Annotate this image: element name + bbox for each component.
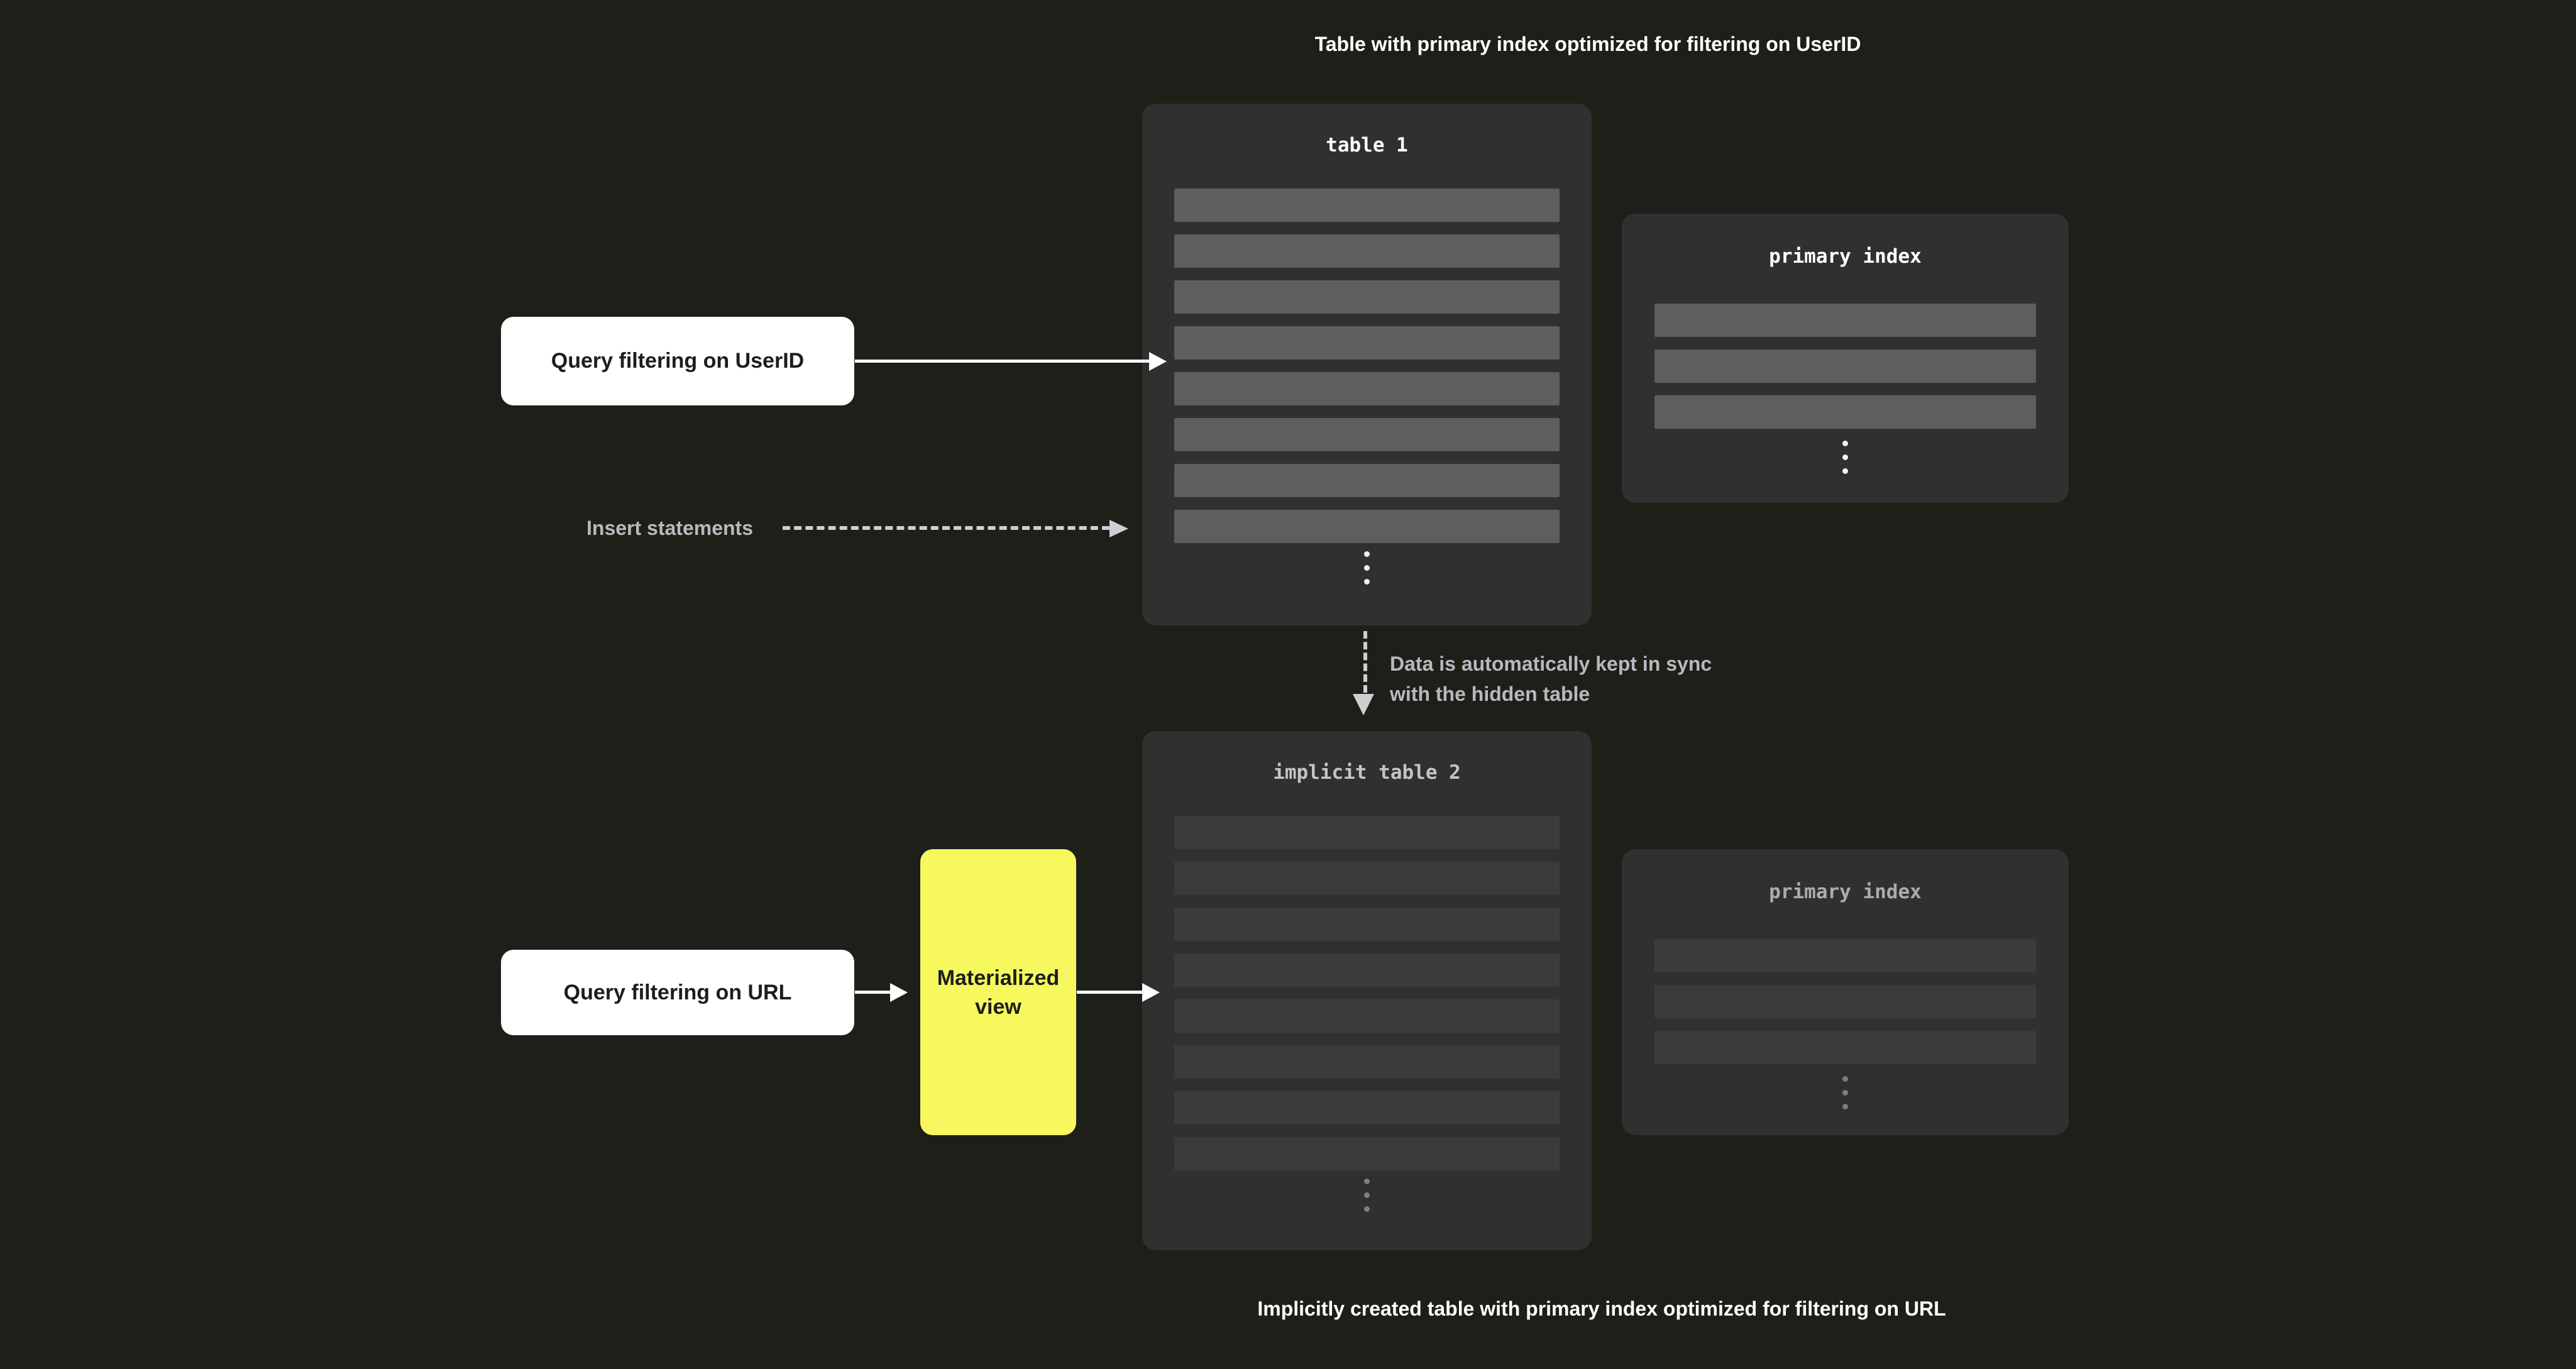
insert-statements-label: Insert statements bbox=[586, 517, 753, 539]
vertical-ellipsis-icon bbox=[1142, 551, 1592, 585]
ellipsis-dot bbox=[1842, 1076, 1848, 1082]
sync-label-line2: with the hidden table bbox=[1390, 683, 1590, 705]
table-row bbox=[1174, 1045, 1560, 1079]
primary-index1-rows bbox=[1654, 304, 2036, 429]
table-row bbox=[1654, 1031, 2036, 1064]
table-row bbox=[1174, 999, 1560, 1033]
query-url-label: Query filtering on URL bbox=[563, 980, 792, 1004]
table-row bbox=[1654, 939, 2036, 972]
ellipsis-dot bbox=[1364, 551, 1370, 557]
table-row bbox=[1174, 464, 1560, 497]
table-row bbox=[1654, 304, 2036, 337]
table-row bbox=[1174, 954, 1560, 987]
primary-index1-title: primary index bbox=[1769, 245, 1922, 268]
table-row bbox=[1654, 349, 2036, 383]
vertical-ellipsis-icon bbox=[1622, 1076, 2069, 1109]
arrow-url-line bbox=[855, 991, 891, 994]
primary-index2-rows bbox=[1654, 939, 2036, 1064]
query-userid-label: Query filtering on UserID bbox=[551, 349, 805, 373]
table-row bbox=[1174, 280, 1560, 314]
table-row bbox=[1174, 1137, 1560, 1170]
table-row bbox=[1174, 1091, 1560, 1124]
arrow-right-icon bbox=[1142, 983, 1160, 1002]
top-caption: Table with primary index optimized for f… bbox=[1314, 33, 1861, 55]
ellipsis-dot bbox=[1842, 441, 1848, 446]
table-row bbox=[1174, 418, 1560, 451]
table2-title: implicit table 2 bbox=[1273, 761, 1461, 784]
arrow-materialized-line bbox=[1077, 991, 1143, 994]
query-url-node: Query filtering on URL bbox=[501, 950, 854, 1035]
ellipsis-dot bbox=[1364, 1192, 1370, 1198]
insert-arrow-dashed-line bbox=[783, 526, 1109, 530]
primary-index1-panel: primary index bbox=[1622, 214, 2069, 503]
table-row bbox=[1174, 372, 1560, 405]
arrow-right-icon bbox=[890, 983, 908, 1002]
ellipsis-dot bbox=[1364, 565, 1370, 571]
ellipsis-dot bbox=[1364, 1206, 1370, 1212]
ellipsis-dot bbox=[1842, 1090, 1848, 1096]
table-row bbox=[1654, 395, 2036, 429]
table1-rows bbox=[1174, 189, 1560, 543]
primary-index2-title: primary index bbox=[1769, 881, 1922, 903]
table-row bbox=[1174, 908, 1560, 941]
sync-label-line1: Data is automatically kept in sync bbox=[1390, 652, 1712, 675]
arrow-right-icon bbox=[1149, 352, 1167, 371]
ellipsis-dot bbox=[1842, 1104, 1848, 1109]
arrow-down-icon bbox=[1353, 694, 1374, 715]
table-row bbox=[1174, 862, 1560, 895]
materialized-view-node: Materialized view bbox=[920, 849, 1076, 1135]
table-row bbox=[1174, 189, 1560, 222]
ellipsis-dot bbox=[1842, 454, 1848, 460]
table2-panel: implicit table 2 bbox=[1142, 731, 1592, 1250]
arrow-userid-line bbox=[855, 360, 1150, 363]
sync-arrow-dashed-line bbox=[1363, 631, 1367, 693]
vertical-ellipsis-icon bbox=[1622, 441, 2069, 474]
query-userid-node: Query filtering on UserID bbox=[501, 317, 854, 405]
ellipsis-dot bbox=[1364, 1179, 1370, 1184]
table-row bbox=[1174, 816, 1560, 849]
table-row bbox=[1654, 985, 2036, 1018]
table2-rows bbox=[1174, 816, 1560, 1170]
table-row bbox=[1174, 326, 1560, 360]
ellipsis-dot bbox=[1364, 579, 1370, 585]
primary-index2-panel: primary index bbox=[1622, 849, 2069, 1135]
bottom-caption: Implicitly created table with primary in… bbox=[1257, 1297, 1946, 1320]
table-row bbox=[1174, 234, 1560, 268]
vertical-ellipsis-icon bbox=[1142, 1179, 1592, 1212]
table1-panel: table 1 bbox=[1142, 104, 1592, 625]
arrow-right-icon bbox=[1109, 520, 1128, 537]
ellipsis-dot bbox=[1842, 468, 1848, 474]
sync-label: Data is automatically kept in sync with … bbox=[1390, 649, 1712, 709]
materialized-view-label: Materialized view bbox=[937, 965, 1060, 1019]
table1-title: table 1 bbox=[1326, 134, 1408, 157]
table-row bbox=[1174, 510, 1560, 543]
